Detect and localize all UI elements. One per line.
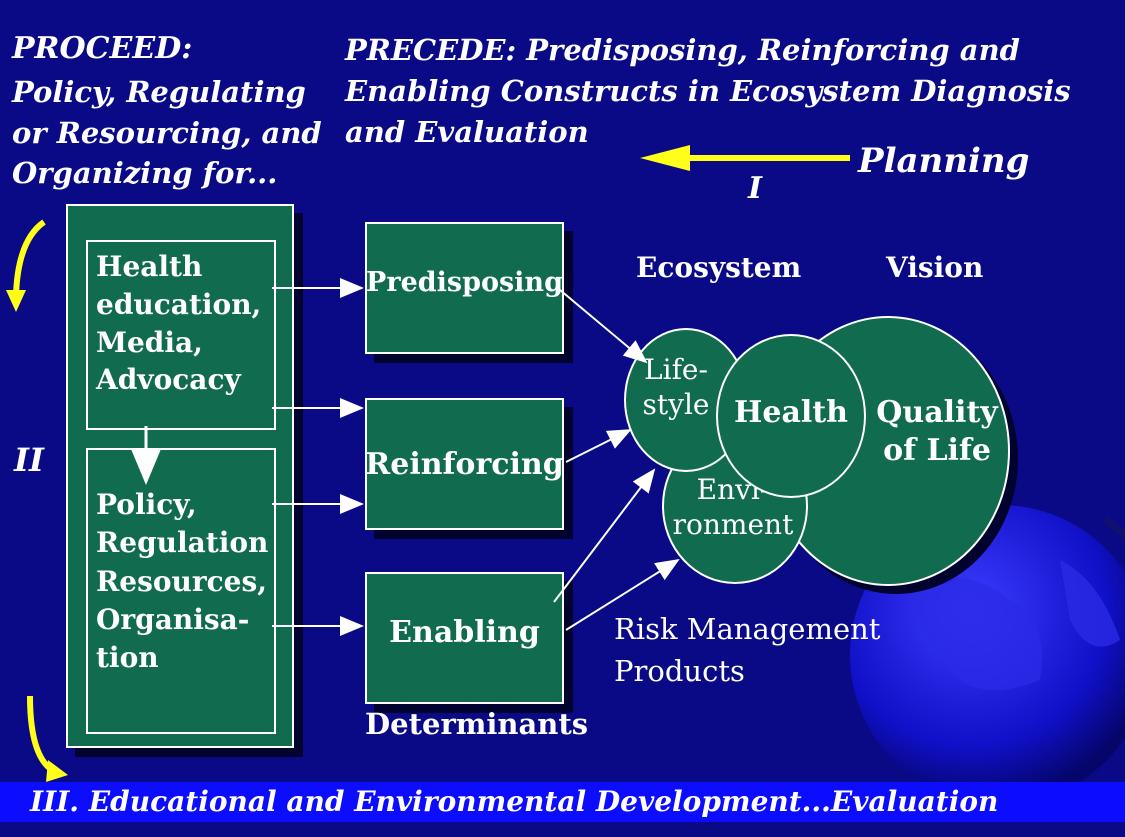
arrow-enabling-to-environment (565, 558, 680, 631)
proceed-title: PROCEED: (12, 31, 193, 66)
planning-phase-label: I (748, 171, 763, 206)
policy-regulation-box (86, 448, 276, 734)
curved-arrow-bottom-head (46, 760, 68, 782)
arrow-enabling-to-lifestyle (553, 468, 656, 603)
arrow-reinforcing-to-lifestyle (565, 429, 632, 463)
determinants-label: Determinants (365, 707, 589, 741)
planning-arrow-head (640, 145, 690, 171)
precede-title: PRECEDE: Predisposing, Reinforcing and E… (345, 33, 1071, 150)
phase-ii-label: II (14, 441, 44, 479)
curved-arrow-bottom (27, 695, 54, 773)
enabling-box (365, 572, 564, 704)
planning-label: Planning (858, 141, 1030, 181)
reinforcing-label: Reinforcing (365, 447, 564, 482)
proceed-subtitle: Policy, Regulating or Resourcing, and Or… (12, 75, 322, 191)
footer-bar (0, 782, 1125, 822)
health-education-box (86, 240, 276, 430)
reinforcing-box (365, 398, 564, 530)
arrow-predisposing-to-lifestyle (559, 289, 648, 364)
curved-arrow-top (13, 219, 46, 296)
lifestyle-label: Life- style (642, 353, 710, 421)
vision-label: Vision (886, 251, 984, 284)
risk-management-label: Risk Management Products (614, 612, 881, 689)
curved-arrow-top-head (6, 290, 26, 312)
quality-of-life-label: Quality of Life (876, 395, 998, 468)
ecosystem-label: Ecosystem (636, 251, 802, 284)
predisposing-label: Predisposing (366, 267, 563, 298)
footer-text: III. Educational and Environmental Devel… (30, 785, 999, 818)
enabling-label: Enabling (389, 615, 540, 650)
health-label: Health (734, 395, 848, 430)
predisposing-box (365, 222, 564, 354)
policy-regulation-text: Policy, Regulation Resources, Organisa- … (96, 488, 269, 675)
health-circle (716, 334, 866, 498)
health-education-text: Health education, Media, Advocacy (96, 250, 262, 397)
